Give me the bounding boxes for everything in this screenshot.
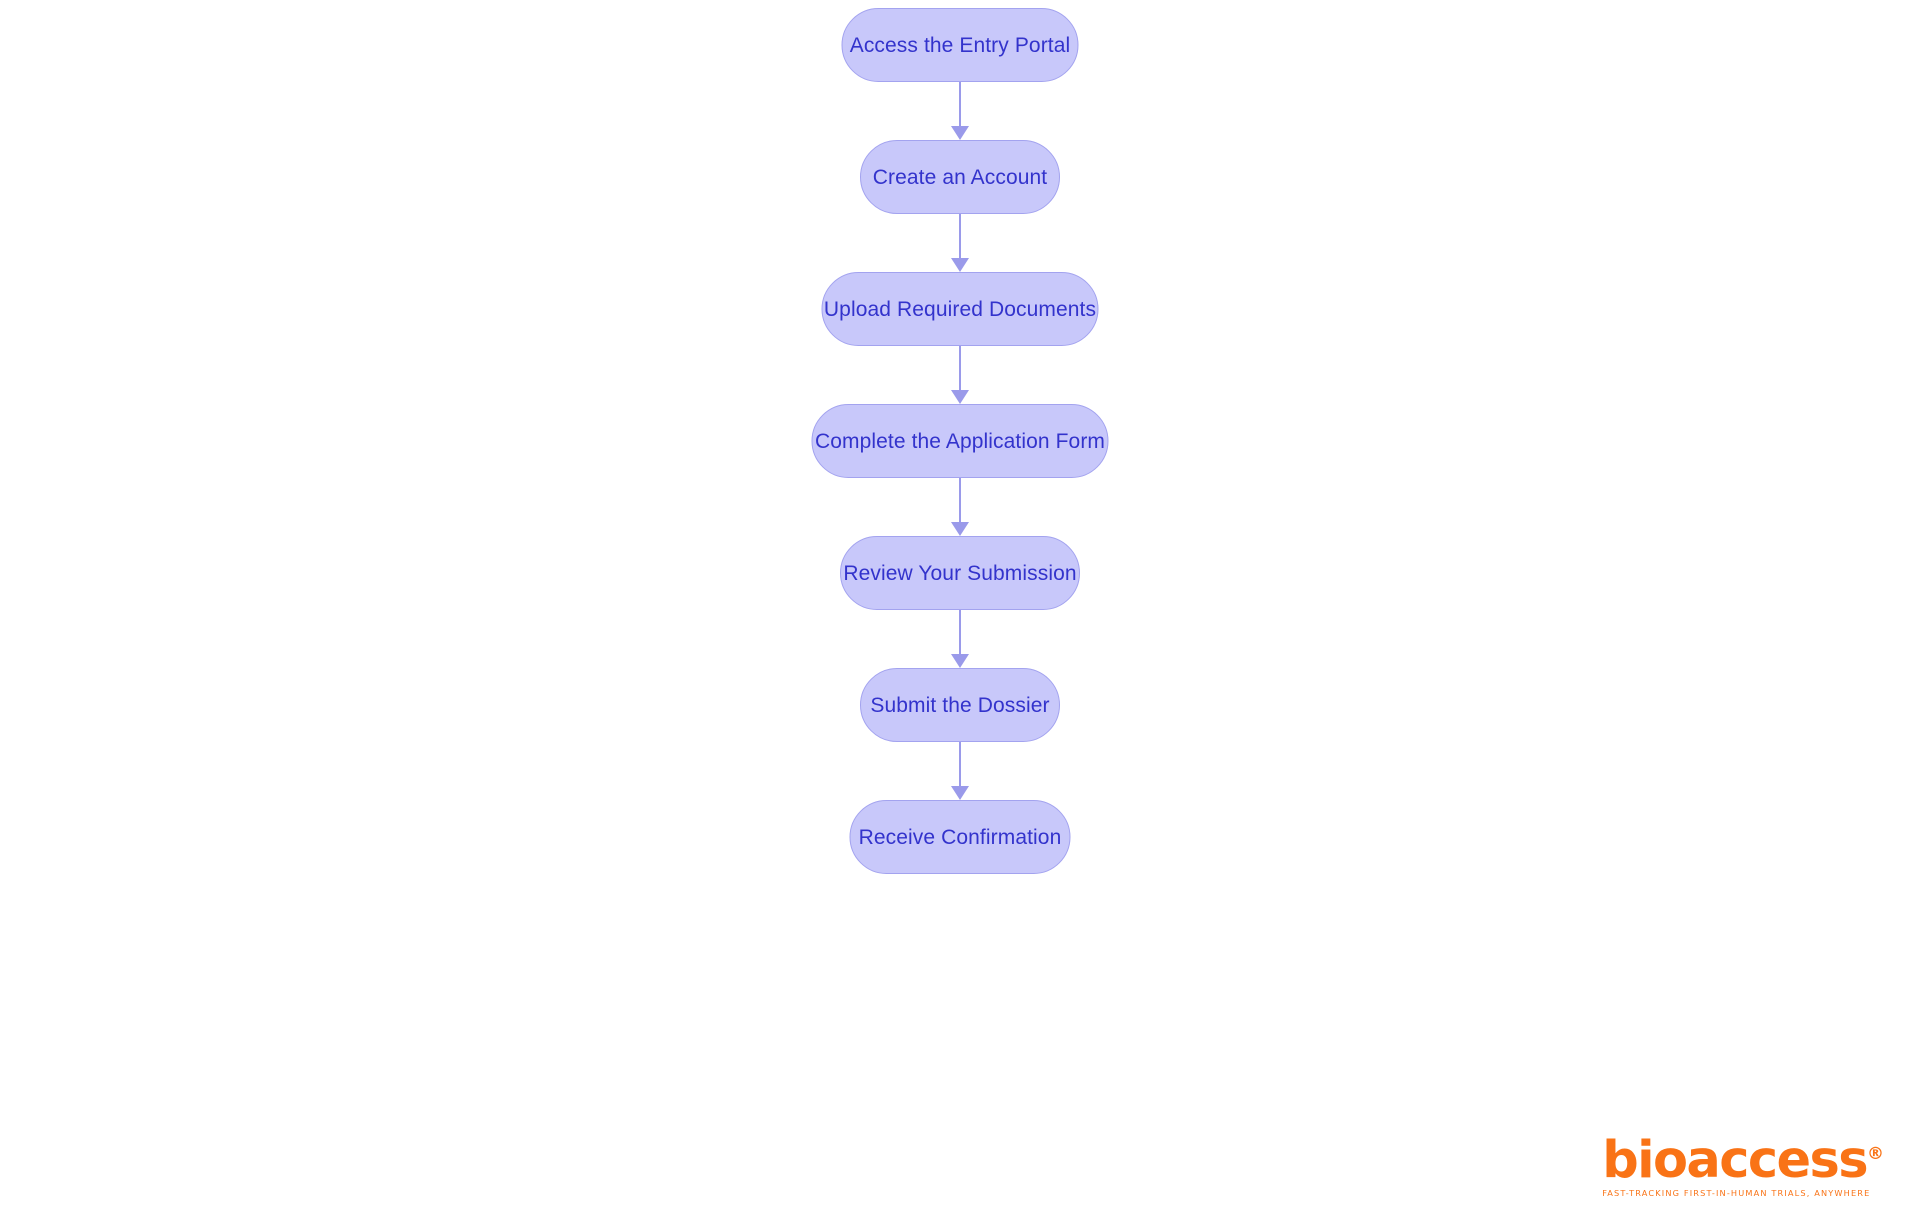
flow-node-complete-the-application-form[interactable]: Complete the Application Form: [811, 404, 1109, 478]
connector-4: [948, 478, 972, 536]
connector-1: [948, 82, 972, 140]
bioaccess-logo: bioaccess® FAST-TRACKING FIRST-IN-HUMAN …: [1602, 1135, 1884, 1197]
flow-node-access-the-entry-portal[interactable]: Access the Entry Portal: [841, 8, 1079, 82]
connector-line: [959, 742, 961, 786]
flow-node-submit-the-dossier[interactable]: Submit the Dossier: [860, 668, 1060, 742]
connector-2: [948, 214, 972, 272]
flow-node-label: Create an Account: [872, 165, 1048, 189]
connector-5: [948, 610, 972, 668]
arrow-head-icon: [951, 654, 969, 668]
connector-6: [948, 742, 972, 800]
arrow-head-icon: [951, 522, 969, 536]
flow-node-label: Receive Confirmation: [858, 825, 1062, 849]
flow-node-receive-confirmation[interactable]: Receive Confirmation: [849, 800, 1071, 874]
arrow-head-icon: [951, 126, 969, 140]
connector-line: [959, 214, 961, 258]
flow-node-label: Review Your Submission: [843, 561, 1077, 585]
registered-trademark-icon: ®: [1867, 1143, 1884, 1164]
flow-node-label: Upload Required Documents: [823, 297, 1097, 321]
brand-wordmark-text: bioaccess: [1602, 1130, 1868, 1190]
flow-node-label: Submit the Dossier: [870, 693, 1050, 717]
connector-line: [959, 346, 961, 390]
arrow-head-icon: [951, 786, 969, 800]
connector-3: [948, 346, 972, 404]
flow-node-label: Access the Entry Portal: [849, 33, 1071, 57]
flow-node-review-your-submission[interactable]: Review Your Submission: [840, 536, 1080, 610]
connector-line: [959, 82, 961, 126]
connector-line: [959, 610, 961, 654]
flow-node-label: Complete the Application Form: [814, 429, 1106, 453]
brand-tagline: FAST-TRACKING FIRST-IN-HUMAN TRIALS, ANY…: [1602, 1187, 1871, 1198]
brand-wordmark: bioaccess®: [1602, 1135, 1884, 1186]
arrow-head-icon: [951, 390, 969, 404]
flow-node-create-an-account[interactable]: Create an Account: [860, 140, 1060, 214]
connector-line: [959, 478, 961, 522]
arrow-head-icon: [951, 258, 969, 272]
flow-node-upload-required-documents[interactable]: Upload Required Documents: [821, 272, 1099, 346]
